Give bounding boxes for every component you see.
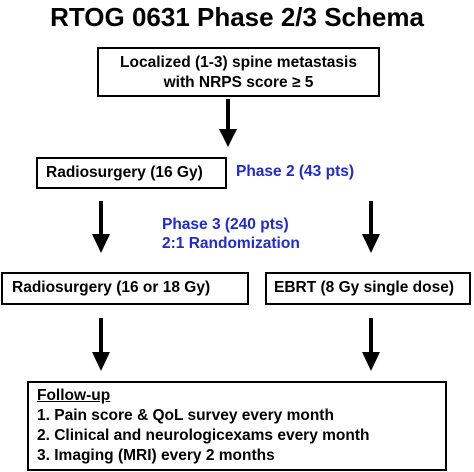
arrow-down-icon: [92, 318, 110, 371]
followup-item-3: 3. Imaging (MRI) every 2 months: [37, 447, 275, 464]
schema-title: RTOG 0631 Phase 2/3 Schema: [50, 2, 424, 32]
phase2-radiosurgery-box: Radiosurgery (16 Gy): [36, 157, 227, 189]
followup-heading: Follow-up: [37, 387, 111, 404]
followup-item-1: 1. Pain score & QoL survey every month: [37, 407, 334, 424]
radiosurgery-arm-box: Radiosurgery (16 or 18 Gy): [1, 272, 249, 305]
arrow-down-icon: [92, 201, 110, 253]
followup-box: Follow-up 1. Pain score & QoL survey eve…: [27, 381, 447, 471]
arrow-down-icon: [362, 318, 380, 371]
eligibility-line-1: Localized (1-3) spine metastasis: [120, 54, 357, 71]
phase3-label-line-2: 2:1 Randomization: [162, 235, 300, 252]
phase3-label: Phase 3 (240 pts) 2:1 Randomization: [162, 215, 300, 253]
arrow-down-icon: [219, 99, 237, 147]
phase3-label-line-1: Phase 3 (240 pts): [162, 216, 289, 233]
followup-item-2: 2. Clinical and neurologicexams every mo…: [37, 427, 370, 444]
eligibility-line-2: with NRPS score ≥ 5: [163, 74, 314, 91]
ebrt-arm-box: EBRT (8 Gy single dose): [265, 272, 471, 305]
eligibility-box: Localized (1-3) spine metastasis with NR…: [97, 47, 380, 97]
arrow-down-icon: [362, 201, 380, 253]
phase2-label: Phase 2 (43 pts): [236, 163, 355, 180]
